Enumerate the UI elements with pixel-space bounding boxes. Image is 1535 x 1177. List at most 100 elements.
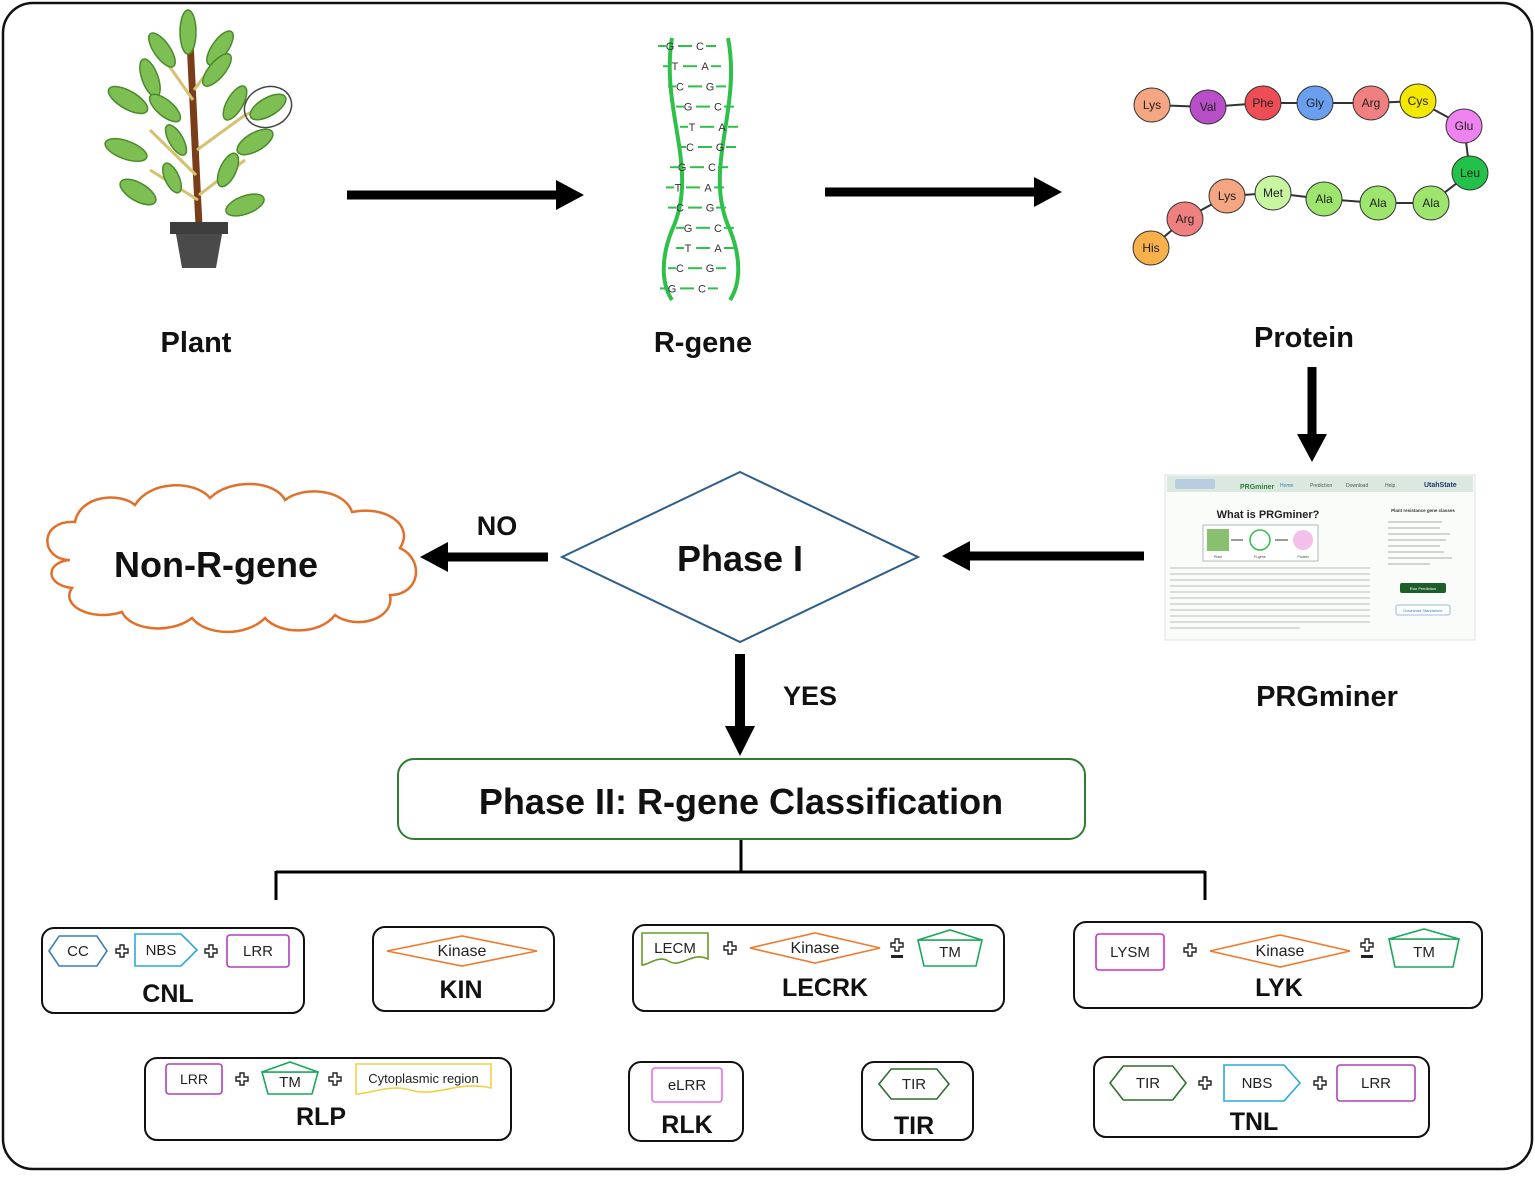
dna-base-right: G bbox=[706, 81, 715, 93]
kinase-domain bbox=[1209, 934, 1351, 968]
plus-icon bbox=[723, 941, 737, 955]
lrr-domain bbox=[165, 1063, 223, 1095]
tir-domain bbox=[1108, 1065, 1188, 1101]
amino-acid-label: Val bbox=[1200, 100, 1216, 114]
dna-base-right: C bbox=[698, 283, 706, 295]
website-university: UtahState bbox=[1424, 482, 1457, 489]
amino-acid-bead bbox=[1445, 108, 1483, 144]
arrowhead-yes bbox=[725, 726, 755, 756]
domain-label: LRR bbox=[180, 1071, 208, 1087]
website-nav-home: Home bbox=[1280, 483, 1294, 489]
amino-acid-bead bbox=[1132, 230, 1170, 266]
dna-base-right: A bbox=[701, 61, 709, 73]
domain-label: Kinase bbox=[1256, 943, 1305, 960]
website-nav-prediction: Prediction bbox=[1310, 483, 1332, 489]
class-name-kin: KIN bbox=[439, 976, 482, 1004]
plus-icon bbox=[890, 938, 904, 952]
amino-acid-bead bbox=[1244, 85, 1282, 121]
dna-base-left: T bbox=[672, 61, 679, 73]
elrr-domain bbox=[651, 1067, 723, 1103]
minus-icon bbox=[891, 955, 903, 958]
class-name-tnl: TNL bbox=[1230, 1108, 1279, 1136]
kinase-domain bbox=[386, 935, 538, 967]
domain-label: TM bbox=[939, 944, 961, 961]
lrr-domain bbox=[1336, 1064, 1416, 1102]
dna-base-right: G bbox=[706, 203, 715, 215]
tm-domain-top bbox=[1388, 928, 1460, 940]
plant-icon bbox=[104, 9, 293, 268]
dna-base-left: C bbox=[686, 142, 694, 154]
phase1-label: Phase I bbox=[677, 538, 803, 579]
dna-base-right: A bbox=[704, 182, 712, 194]
minus-icon bbox=[1361, 955, 1373, 958]
domain-label: TM bbox=[279, 1074, 301, 1091]
dna-base-left: T bbox=[675, 182, 682, 194]
dna-base-left: C bbox=[676, 263, 684, 275]
domain-label: Kinase bbox=[791, 940, 840, 957]
amino-acid-bead bbox=[1208, 178, 1246, 214]
amino-acid-label: Glu bbox=[1455, 119, 1474, 133]
amino-acid-bead bbox=[1399, 83, 1437, 119]
domain-label: NBS bbox=[146, 942, 177, 959]
lysm-domain bbox=[1095, 933, 1165, 971]
amino-acid-bead bbox=[1189, 89, 1227, 125]
amino-acid-label: Gly bbox=[1306, 96, 1324, 110]
domain-label: eLRR bbox=[668, 1077, 707, 1094]
plus-icon bbox=[1313, 1076, 1327, 1090]
amino-acid-label: Lys bbox=[1143, 98, 1161, 112]
website-brand: PRGminer bbox=[1240, 484, 1275, 491]
domain-label: LECM bbox=[654, 940, 696, 957]
dna-base-right: G bbox=[716, 142, 725, 154]
website-run-button-label: Run Prediction bbox=[1410, 586, 1436, 591]
dna-base-right: A bbox=[718, 122, 726, 134]
arrowhead-protein-to-prgminer bbox=[1297, 434, 1327, 462]
protein-label: Protein bbox=[1254, 322, 1354, 354]
tm-domain-top bbox=[261, 1061, 319, 1073]
arrowhead-rgene-to-protein bbox=[1034, 177, 1062, 207]
amino-acid-bead bbox=[1451, 155, 1489, 191]
website-download-button-label: Download Standalone bbox=[1403, 608, 1443, 613]
dna-base-left: G bbox=[684, 102, 693, 114]
domain-label: LYSM bbox=[1110, 944, 1150, 961]
no-label: NO bbox=[477, 511, 518, 541]
amino-acid-label: Arg bbox=[1176, 212, 1195, 226]
arrowhead-no bbox=[420, 542, 448, 572]
website-run-button bbox=[1400, 583, 1446, 593]
dna-base-right: G bbox=[706, 263, 715, 275]
website-download-button bbox=[1395, 604, 1451, 616]
amino-acid-label: Ala bbox=[1369, 196, 1387, 210]
domain-label: TIR bbox=[902, 1076, 926, 1093]
class-name-cnl: CNL bbox=[142, 980, 193, 1008]
nbs-domain bbox=[1223, 1064, 1302, 1102]
phase2-box bbox=[397, 758, 1086, 840]
dna-base-left: T bbox=[685, 243, 692, 255]
plus-icon bbox=[115, 944, 129, 958]
amino-acid-label: Ala bbox=[1315, 192, 1333, 206]
domain-label: Cytoplasmic region bbox=[368, 1071, 479, 1086]
website-side-title: Plant resistance gene classes bbox=[1391, 508, 1455, 513]
amino-acid-bead bbox=[1359, 185, 1397, 221]
domain-label: TM bbox=[1413, 944, 1435, 961]
dna-base-left: T bbox=[689, 122, 696, 134]
prgminer-label: PRGminer bbox=[1256, 681, 1398, 713]
lecm-domain bbox=[641, 932, 709, 966]
dna-base-right: C bbox=[714, 223, 722, 235]
rgene-label: R-gene bbox=[654, 327, 752, 359]
class-name-tir: TIR bbox=[894, 1112, 934, 1140]
amino-acid-bead bbox=[1166, 201, 1204, 237]
dna-base-right: A bbox=[714, 243, 722, 255]
website-nav-download: Download bbox=[1346, 483, 1368, 489]
amino-acid-bead bbox=[1133, 87, 1171, 123]
amino-acid-label: His bbox=[1142, 241, 1159, 255]
nbs-domain bbox=[134, 933, 199, 967]
amino-acid-bead bbox=[1352, 85, 1390, 121]
arrowhead-prgminer-to-phase1 bbox=[942, 541, 970, 571]
dna-base-left: G bbox=[666, 41, 675, 53]
domain-label: NBS bbox=[1242, 1075, 1273, 1092]
yes-label: YES bbox=[783, 681, 837, 711]
non-rgene-label: Non-R-gene bbox=[114, 544, 318, 585]
domain-label: LRR bbox=[1361, 1075, 1391, 1092]
